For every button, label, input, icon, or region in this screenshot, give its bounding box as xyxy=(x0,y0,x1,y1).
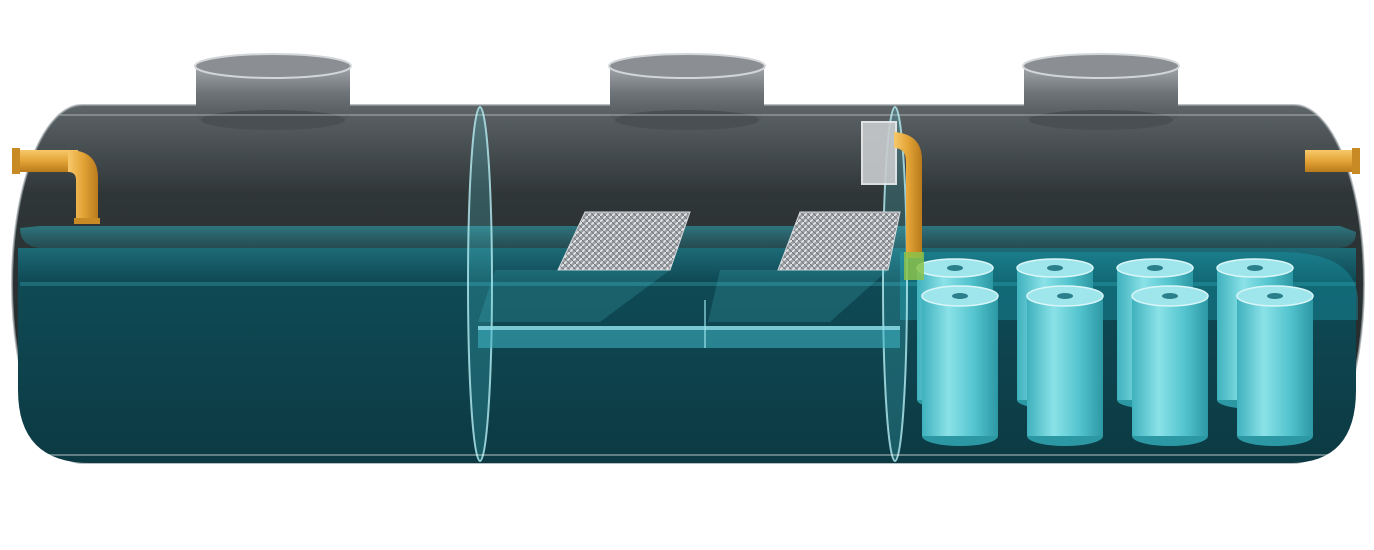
manhole-1 xyxy=(194,53,352,130)
transfer-pipe-icon xyxy=(861,121,924,280)
shell-highlight xyxy=(40,114,1330,456)
filter-cartridge-icon xyxy=(921,285,999,446)
manhole-2 xyxy=(608,53,766,130)
lamella-pack-1 xyxy=(478,211,691,322)
filter-cartridge-icon xyxy=(1026,285,1104,446)
lamella-shelf xyxy=(478,300,900,348)
filter-cartridge-icon xyxy=(1236,285,1314,446)
partition-wall-1 xyxy=(467,106,493,462)
filter-cartridge-icon xyxy=(1131,285,1209,446)
inlet-pipe-icon xyxy=(12,148,100,224)
filter-cartridge-group xyxy=(916,258,1314,446)
outlet-pipe-icon xyxy=(1305,148,1360,174)
lamella-pack-2 xyxy=(708,211,901,322)
partition-wall-2 xyxy=(882,106,908,462)
manhole-3 xyxy=(1022,53,1180,130)
